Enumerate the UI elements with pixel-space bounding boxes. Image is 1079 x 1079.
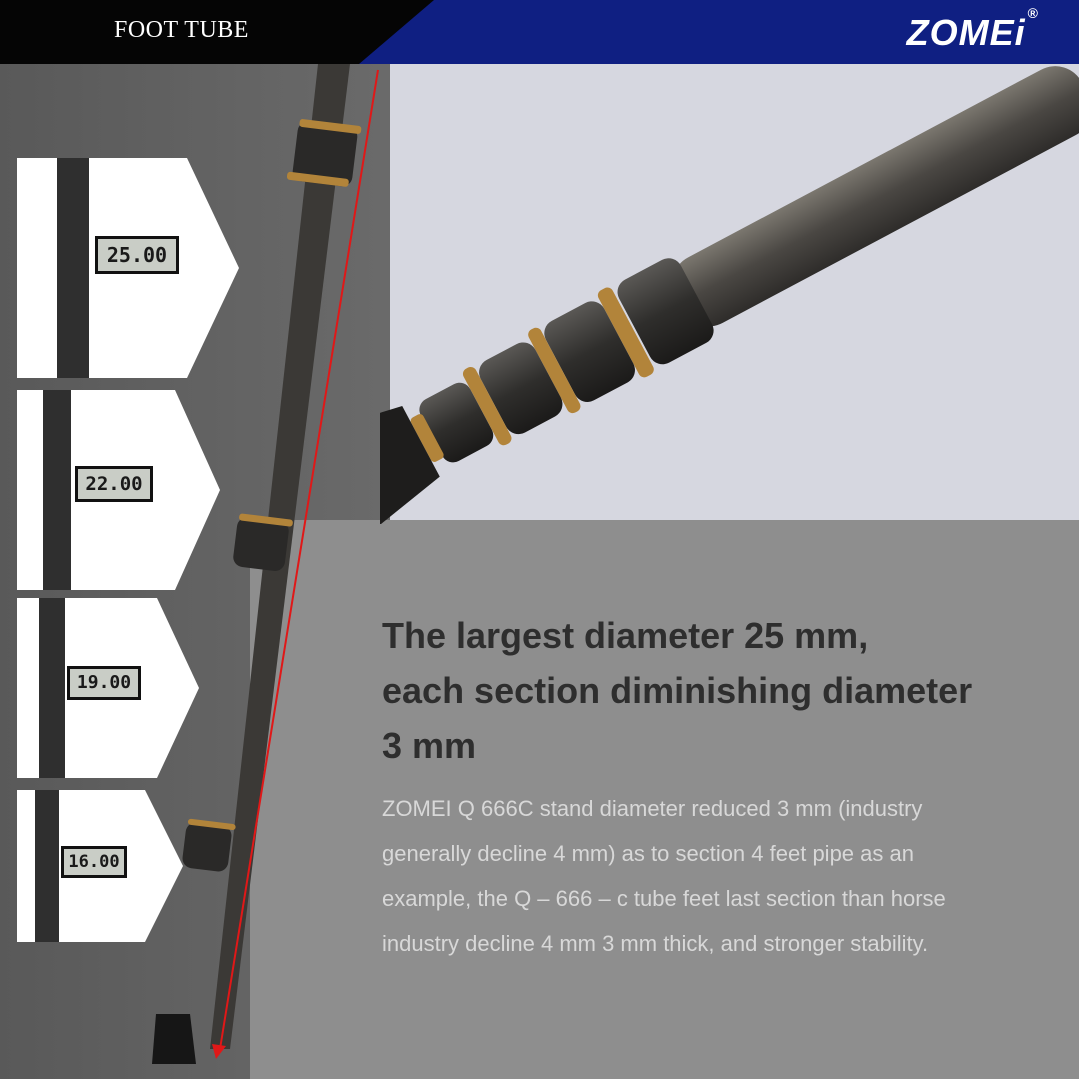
caliper-thumb-2: 22.00 (17, 390, 175, 590)
header-right-bar (359, 0, 1079, 64)
tube-closeup-image (380, 66, 1079, 524)
brand-name: ZOMEi (906, 12, 1026, 53)
caliper-reading-4: 16.00 (61, 846, 127, 878)
full-tube-image (152, 64, 379, 1064)
description-line-4: industry decline 4 mm 3 mm thick, and st… (382, 931, 929, 956)
description: ZOMEI Q 666C stand diameter reduced 3 mm… (382, 786, 1042, 966)
caliper-thumb-1: 25.00 (17, 158, 187, 378)
registered-mark: ® (1027, 5, 1039, 21)
text-panel-background (250, 520, 1079, 1079)
headline-line-3: 3 mm (382, 725, 477, 766)
caliper-reading-2: 22.00 (75, 466, 153, 502)
caliper-reading-3: 19.00 (67, 666, 141, 700)
headline-line-1: The largest diameter 25 mm, (382, 615, 869, 656)
headline-line-2: each section diminishing diameter (382, 670, 973, 711)
headline: The largest diameter 25 mm, each section… (382, 608, 1052, 773)
description-line-2: generally decline 4 mm) as to section 4 … (382, 841, 914, 866)
caliper-thumb-3: 19.00 (17, 598, 157, 778)
description-line-3: example, the Q – 666 – c tube feet last … (382, 886, 946, 911)
caliper-thumb-4: 16.00 (17, 790, 145, 942)
caliper-reading-1: 25.00 (95, 236, 179, 274)
description-line-1: ZOMEI Q 666C stand diameter reduced 3 mm… (382, 796, 923, 821)
thumb-3-arrow (157, 598, 199, 778)
thumb-1-arrow (187, 158, 239, 378)
brand-logo: ZOMEi® (906, 5, 1039, 54)
thumb-2-arrow (175, 390, 220, 590)
thumb-4-arrow (145, 790, 183, 942)
section-title: FOOT TUBE (114, 17, 249, 43)
